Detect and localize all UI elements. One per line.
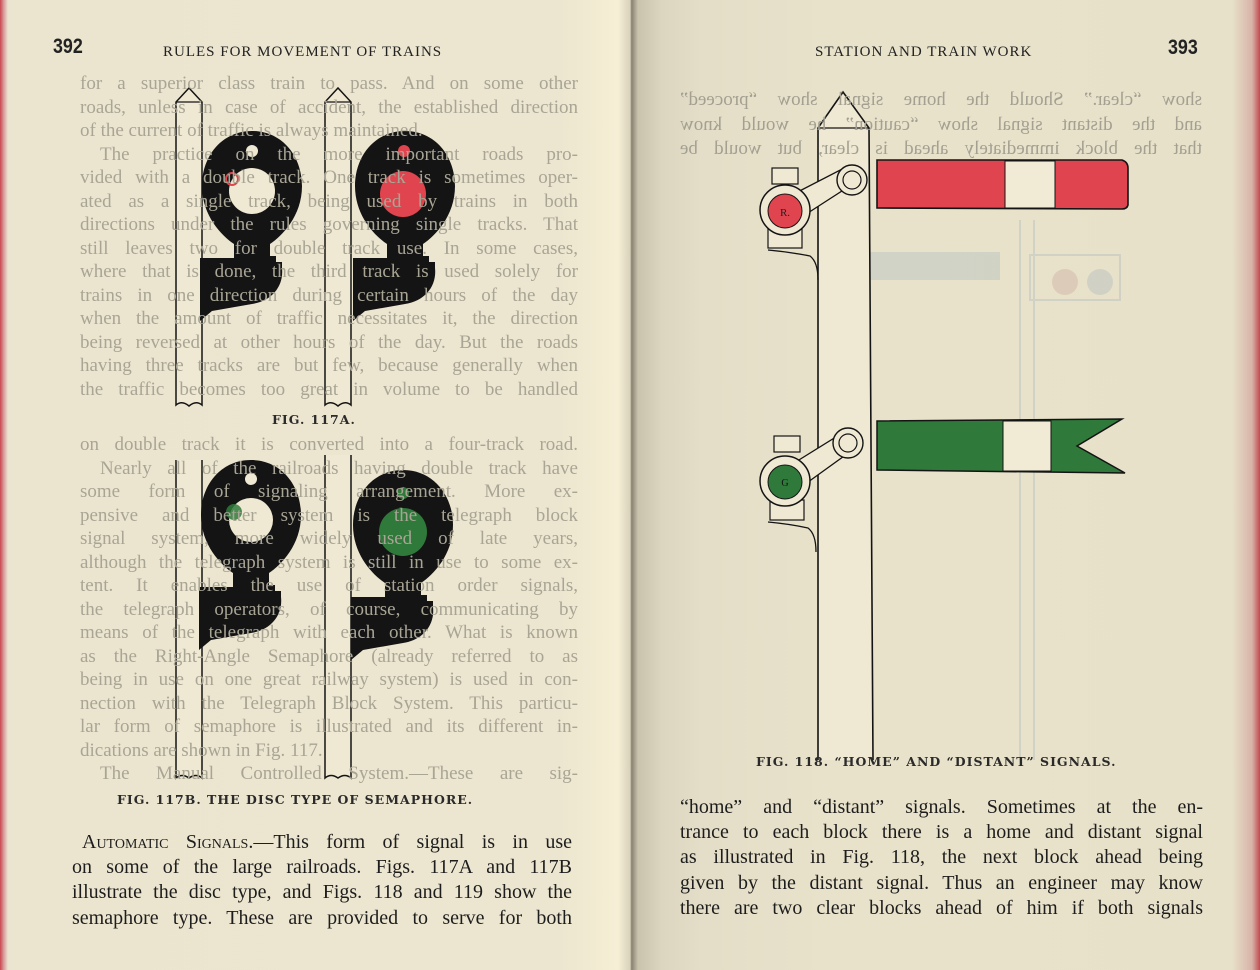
body-line: given by the distant signal. Thus an eng… (680, 871, 1203, 894)
left-page: for a superior class train to pass. And … (0, 0, 632, 970)
ghost-line: pensive and better system is the telegra… (80, 504, 578, 526)
right-page: show “clear.” Should the home signal sho… (632, 0, 1260, 970)
fig-117a-left-post (175, 86, 203, 407)
ghost-line: the traffic becomes too great in volume … (80, 378, 578, 400)
ghost-line: when the amount of traffic necessitates … (80, 308, 578, 329)
ghost-line: still leaves two for double track use. I… (80, 237, 578, 259)
section-lead: Automatic Signals. (82, 831, 254, 853)
disc-signal-clear-red (200, 131, 302, 321)
body-line: as illustrated in Fig. 118, the next blo… (680, 846, 1203, 869)
body-line: trance to each block there is a home and… (680, 821, 1203, 844)
ghost-line: nection with the Telegraph Block System.… (80, 692, 578, 714)
green-lens-icon (379, 508, 427, 556)
disc-semaphore-figures (175, 86, 455, 780)
body-line: semaphore type. These are provided to se… (72, 906, 572, 929)
ghost-line: for a superior class train to pass. And … (80, 73, 578, 94)
body-line: illustrate the disc type, and Figs. 118 … (72, 881, 572, 904)
fig-117b-caption: FIG. 117B. THE DISC TYPE OF SEMAPHORE. (117, 792, 474, 807)
fig-117b-right-post (324, 455, 352, 780)
running-head: STATION AND TRAIN WORK (815, 44, 1033, 60)
ghost-line: of the current of traffic is always main… (80, 120, 423, 141)
ghost-line: being reversed at other hours of the day… (80, 331, 578, 353)
disc-signal-stop-green (351, 470, 453, 660)
fig-118-caption: FIG. 118. “HOME” AND “DISTANT” SIGNALS. (756, 754, 1117, 769)
body-line-text: —This form of signal is in use (253, 831, 572, 853)
fig-117a-caption: FIG. 117A. (272, 412, 356, 427)
body-line: Automatic Signals.—This form of signal i… (72, 830, 572, 855)
distant-lamp-label: G (781, 478, 788, 489)
ghost-line: Nearly all of the railroads having doubl… (100, 457, 578, 479)
body-text: Automatic Signals.—This form of signal i… (72, 830, 572, 931)
ghost-line: directions under the rules governing sin… (80, 214, 578, 235)
signal-post (817, 90, 874, 761)
ghost-line: ated as a single track, being used by tr… (80, 190, 578, 212)
body-line: on some of the large railroads. Figs. 11… (72, 856, 572, 879)
ghost-line: tent. It enables the use of station orde… (80, 575, 578, 596)
ghost-line: on double track it is converted into a f… (80, 434, 578, 455)
ghost-line: dications are shown in Fig. 117. (80, 739, 323, 761)
page-number: 393 (1168, 36, 1198, 59)
fig-117b-left-post (175, 460, 203, 780)
home-signal-arm: R. (759, 159, 1129, 281)
ghost-line: some form of signaling arrangement. More… (80, 481, 578, 502)
ghost-line: as the Right-Angle Semaphore (already re… (80, 645, 578, 667)
ghost-line: that the block immediately ahead is clea… (680, 138, 1202, 160)
ghost-line: lar form of semaphore is illustrated and… (80, 716, 578, 737)
show-through-text-mirrored: show “clear.” Should the home signal sho… (680, 88, 1202, 162)
ghost-line: signal system, more widely used of late … (80, 528, 578, 549)
home-distant-signal-figure: R. G (759, 90, 1129, 761)
ghost-line: show “clear.” Should the home signal sho… (680, 89, 1202, 110)
ghost-line: roads, unless in case of accident, the e… (80, 96, 578, 118)
body-text: “home” and “distant” signals. Sometimes … (680, 795, 1203, 921)
running-head: RULES FOR MOVEMENT OF TRAINS (163, 44, 443, 60)
ghost-line: having three tracks are but few, because… (80, 355, 578, 376)
distant-signal-arm: G (759, 418, 1126, 553)
body-line: there are two clear blocks ahead of him … (680, 896, 1203, 919)
ghost-line: although the telegraph system is still i… (80, 551, 578, 573)
show-through-text-upper: for a superior class train to pass. And … (80, 72, 578, 401)
show-through-text-lower: on double track it is converted into a f… (80, 433, 578, 786)
ghost-line: trains in one direction during certain h… (80, 284, 578, 306)
disc-signal-clear-green (199, 460, 301, 650)
disc-signal-stop-red (353, 131, 455, 321)
ghost-line: the telegraph operators, of course, comm… (80, 598, 578, 620)
red-lens-icon (380, 171, 426, 217)
ghost-line: The practice on the more important roads… (100, 143, 578, 165)
ghost-line: and the distant signal show “caution” he… (680, 113, 1202, 135)
ghost-line: The Manual Controlled System.—These are … (100, 763, 578, 784)
page-number: 392 (53, 35, 83, 58)
home-lamp-label: R. (780, 207, 790, 219)
ghost-line: being in use on one great railway system… (80, 669, 578, 690)
ghost-line: vided with a double track. One track is … (80, 167, 578, 188)
ghost-line: means of the telegraph with each other. … (80, 622, 578, 643)
body-line: “home” and “distant” signals. Sometimes … (680, 796, 1203, 818)
ghost-line: where that is done, the third track is u… (80, 261, 578, 282)
fig-117a-right-post (324, 86, 352, 407)
